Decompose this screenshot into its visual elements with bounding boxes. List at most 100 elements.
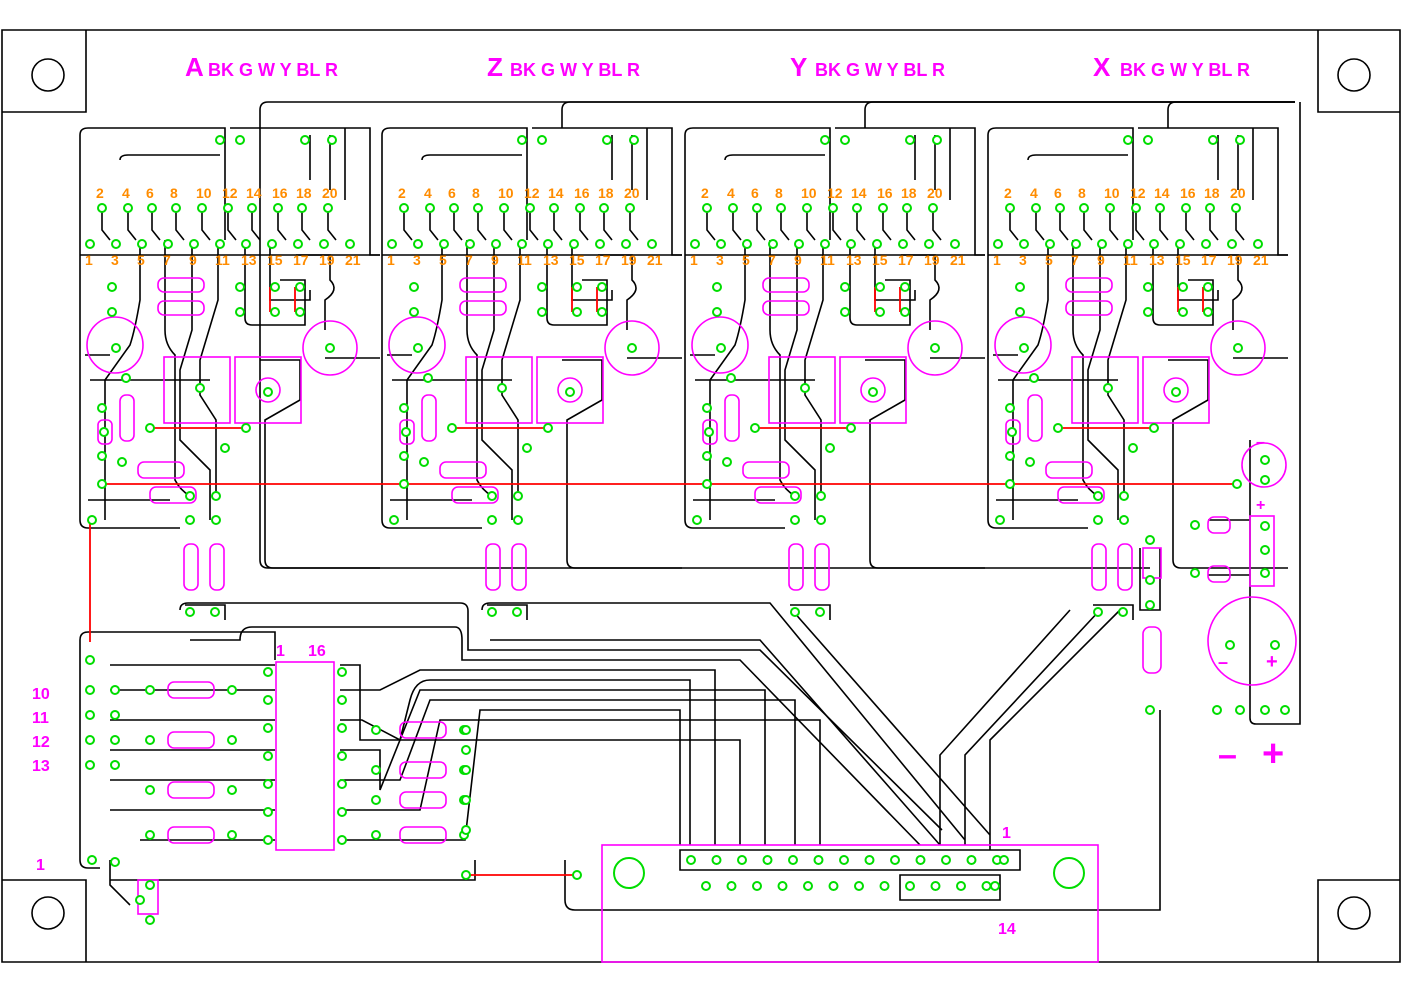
pin-label-top: 2 — [398, 185, 406, 201]
trace — [110, 664, 275, 841]
pad — [185, 515, 195, 525]
pin-label-top: 2 — [96, 185, 104, 201]
silk-circle — [255, 377, 281, 403]
pin-label-bottom: 11 — [820, 252, 835, 268]
pin-label-top: 20 — [624, 185, 640, 201]
silk-outline — [1057, 486, 1105, 504]
trace — [546, 240, 608, 326]
pin-label-bottom: 17 — [898, 252, 914, 268]
trace — [598, 254, 637, 330]
pad — [1155, 203, 1165, 213]
small-cap-plus-label: + — [1256, 497, 1265, 514]
connector-last-label: 14 — [998, 921, 1016, 938]
trace — [561, 101, 1295, 128]
silk-outline — [167, 781, 215, 799]
left-label-12: 12 — [32, 734, 50, 751]
trace — [932, 212, 942, 241]
header-colors: BK G W Y BL R — [208, 60, 338, 80]
pad — [1029, 373, 1039, 383]
corner-cut-top-left — [2, 30, 87, 113]
pad — [197, 203, 207, 213]
pad — [702, 451, 712, 461]
pad — [802, 203, 812, 213]
pad — [337, 751, 347, 761]
pad — [1181, 203, 1191, 213]
pin-label-bottom: 17 — [293, 252, 309, 268]
pad — [163, 239, 173, 249]
pad — [270, 307, 280, 317]
trace — [1209, 212, 1219, 241]
silk-outline — [399, 826, 447, 844]
trace — [190, 626, 921, 846]
pad — [932, 135, 942, 145]
pad — [854, 881, 864, 891]
pin-label-bottom: 1 — [85, 252, 93, 268]
ic-pin-first-label: 1 — [276, 643, 285, 660]
pad — [828, 203, 838, 213]
pad — [449, 203, 459, 213]
pad — [1232, 479, 1242, 489]
pad — [337, 695, 347, 705]
trace — [406, 240, 443, 520]
pad — [473, 203, 483, 213]
pin-label-top: 6 — [146, 185, 154, 201]
pin-label-bottom: 13 — [846, 252, 862, 268]
pad — [993, 239, 1003, 249]
trace — [251, 212, 261, 241]
silk-outline — [724, 394, 740, 442]
trace — [864, 101, 1295, 128]
pad — [1093, 607, 1103, 617]
pad — [327, 135, 337, 145]
pad — [825, 443, 835, 453]
pad — [762, 855, 773, 865]
pin-label-bottom: 17 — [595, 252, 611, 268]
header-letter: X — [1093, 52, 1111, 82]
trace — [709, 240, 746, 520]
pin-label-top: 20 — [322, 185, 338, 201]
pad — [97, 479, 107, 489]
pin-label-top: 14 — [1154, 185, 1170, 201]
pad — [777, 881, 788, 891]
pad — [263, 835, 273, 845]
pad — [1071, 239, 1081, 249]
silk-circle — [557, 377, 583, 403]
pin-label-top: 10 — [196, 185, 212, 201]
pad — [712, 307, 722, 317]
pad — [692, 515, 702, 525]
trace — [1093, 604, 1134, 620]
trace — [79, 127, 226, 529]
trace — [1009, 212, 1019, 241]
pad — [1128, 443, 1138, 453]
trace — [109, 860, 131, 906]
pin-label-top: 8 — [775, 185, 783, 201]
trace — [101, 212, 111, 241]
pad — [905, 881, 915, 891]
pad — [110, 735, 120, 745]
pad — [413, 343, 423, 353]
trace — [1177, 240, 1219, 301]
silk-circle — [302, 320, 358, 376]
trace — [562, 359, 682, 569]
pad — [337, 723, 347, 733]
pad — [487, 515, 497, 525]
pin-label-top: 6 — [448, 185, 456, 201]
pad — [543, 239, 553, 249]
pad — [572, 307, 582, 317]
pin-label-top: 12 — [524, 185, 540, 201]
pad — [263, 723, 273, 733]
pad — [572, 282, 582, 292]
pad — [185, 491, 195, 501]
silk-circle — [860, 377, 886, 403]
trace — [603, 212, 613, 241]
silk-outline — [459, 300, 507, 316]
pad — [840, 282, 850, 292]
pin-label-bottom: 11 — [517, 252, 532, 268]
pin-label-top: 10 — [498, 185, 514, 201]
pad — [800, 383, 810, 393]
pad — [371, 795, 381, 805]
pad — [537, 135, 547, 145]
corner-cut-bottom-left — [2, 879, 87, 962]
pin-label-top: 8 — [1078, 185, 1086, 201]
pad — [399, 203, 409, 213]
pad — [1280, 705, 1290, 715]
